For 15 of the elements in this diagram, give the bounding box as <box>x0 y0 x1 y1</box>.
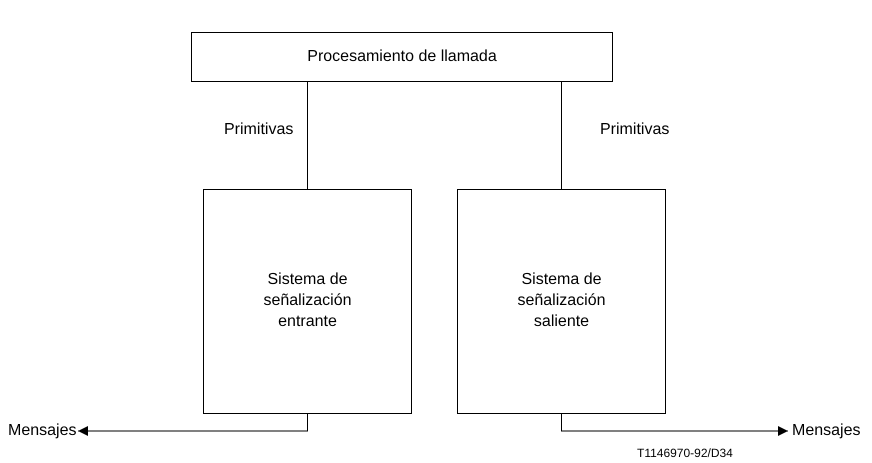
process-box <box>203 189 412 414</box>
process-box <box>191 32 613 82</box>
figure-code: T1146970-92/D34 <box>637 446 733 460</box>
endpoint-label: Mensajes <box>792 421 860 441</box>
connector-line <box>307 82 308 190</box>
arrow <box>78 414 308 436</box>
box-text: Procesamiento de llamada <box>307 46 497 67</box>
edge-label: Primitivas <box>600 121 670 139</box>
box-text: Sistema de señalización entrante <box>262 270 353 332</box>
box-text: Sistema de señalización saliente <box>516 270 607 332</box>
process-box <box>457 189 666 414</box>
endpoint-label: Mensajes <box>8 421 76 441</box>
edge-label: Primitivas <box>224 121 294 139</box>
arrow <box>561 414 788 436</box>
connector-line <box>561 82 562 190</box>
